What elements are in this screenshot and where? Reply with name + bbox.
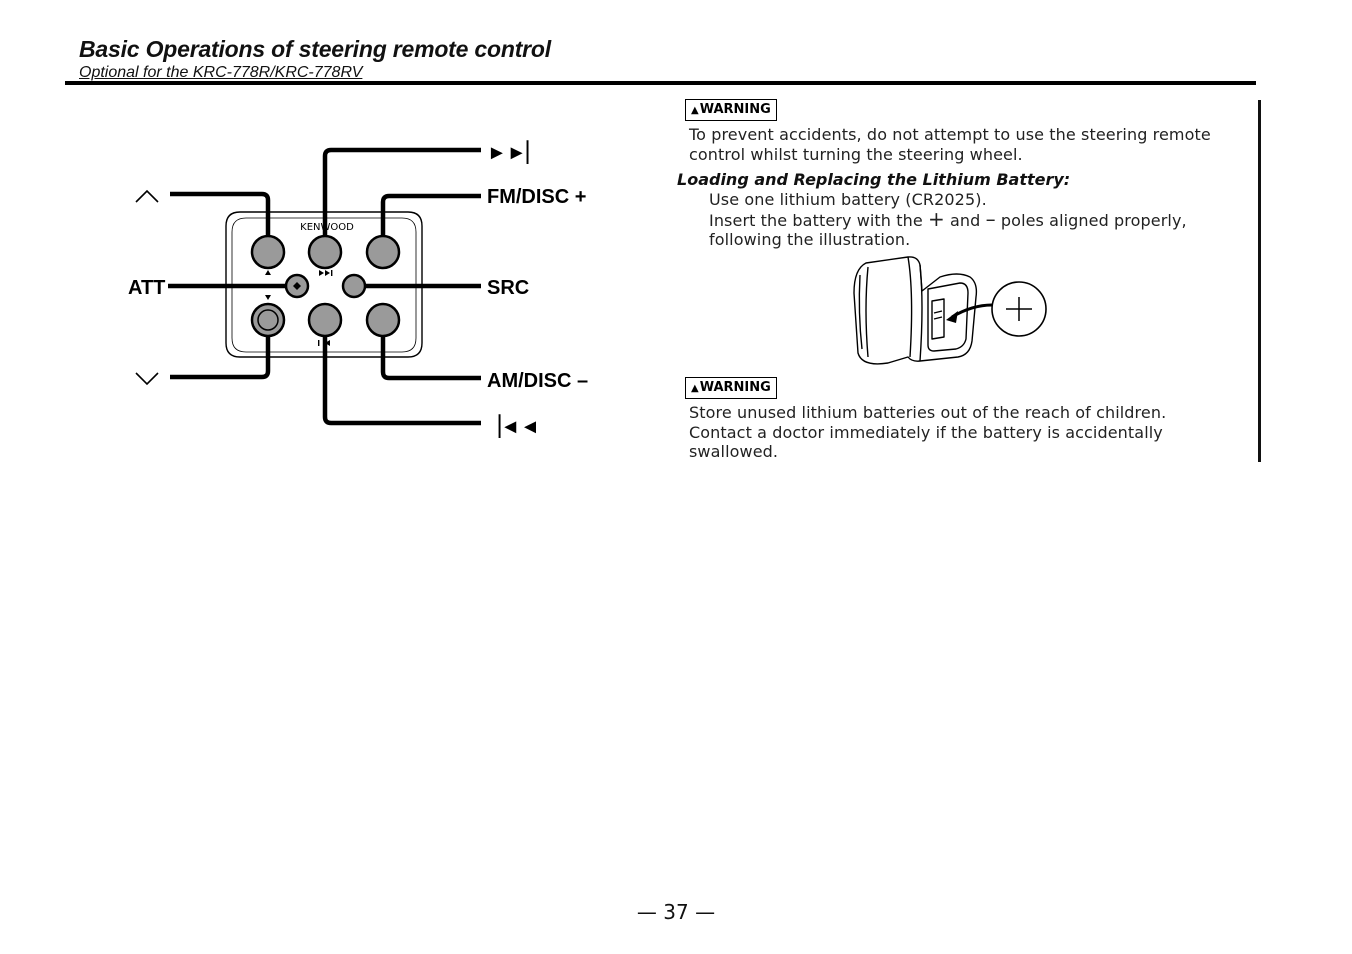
- warning-1-text: To prevent accidents, do not attempt to …: [689, 125, 1211, 164]
- warning-triangle-icon: ▲: [691, 105, 699, 116]
- leader-am-disc-minus: [380, 334, 481, 381]
- button-down: [250, 302, 286, 338]
- section-side-bar: [1258, 100, 1261, 462]
- label-prev-icon: ▕◄◄: [485, 414, 540, 438]
- label-next-icon: ►►▏: [487, 140, 542, 164]
- remote-control-diagram: KENWOOD ATT ►►▏ FM/DISC + SRC AM/DISC – …: [128, 140, 588, 438]
- header-rule: [65, 81, 1256, 85]
- battery-section-heading: Loading and Replacing the Lithium Batter…: [677, 170, 1071, 189]
- battery-instructions: Use one lithium battery (CR2025). Insert…: [709, 190, 1187, 249]
- down-chevron-icon: [135, 372, 159, 386]
- page-subtitle: Optional for the KRC-778R/KRC-778RV: [79, 64, 363, 81]
- warning-badge-2: ▲WARNING: [685, 377, 777, 399]
- button-fm-disc-plus: [365, 234, 401, 270]
- label-att: ATT: [128, 277, 165, 299]
- button-prev: [307, 302, 343, 338]
- label-am-disc-minus: AM/DISC –: [487, 370, 588, 392]
- battery-insertion-illustration: [853, 256, 1047, 365]
- warning-badge-1: ▲WARNING: [685, 99, 777, 121]
- button-src: [341, 273, 367, 299]
- page-title: Basic Operations of steering remote cont…: [79, 36, 551, 62]
- up-chevron-icon: [135, 189, 159, 203]
- remote-body-outline: [225, 211, 423, 358]
- minus-symbol: –: [985, 206, 996, 231]
- plus-symbol: +: [927, 206, 945, 231]
- leader-up: [170, 191, 271, 238]
- button-up: [250, 234, 286, 270]
- warning-2-text: Store unused lithium batteries out of th…: [689, 403, 1167, 461]
- leader-prev: [322, 334, 481, 426]
- leader-next: [322, 147, 481, 238]
- label-fm-disc-plus: FM/DISC +: [487, 186, 586, 208]
- button-next: [307, 234, 343, 270]
- leader-fm-disc-plus: [380, 193, 481, 238]
- leader-down: [170, 334, 271, 380]
- button-am-disc-minus: [365, 302, 401, 338]
- label-src: SRC: [487, 277, 529, 299]
- warning-triangle-icon: ▲: [691, 383, 699, 394]
- page-number: — 37 —: [636, 900, 716, 924]
